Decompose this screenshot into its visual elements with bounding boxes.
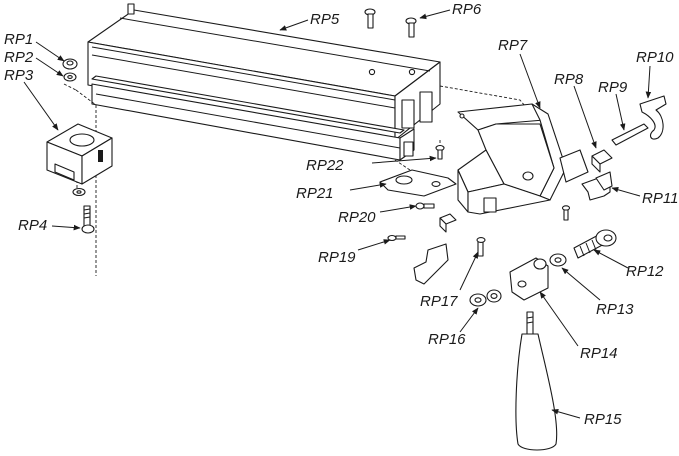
- label-rp1: RP1: [4, 31, 33, 48]
- label-rp8: RP8: [554, 71, 584, 88]
- rp10-clip: [639, 95, 667, 140]
- fence-rail: [87, 3, 441, 161]
- rp8-pad: [591, 149, 613, 173]
- label-rp22: RP22: [306, 157, 344, 174]
- label-rp9: RP9: [598, 79, 628, 96]
- rp4-bolt: [72, 187, 95, 234]
- small-screw: [561, 205, 571, 221]
- label-rp13: RP13: [596, 301, 634, 318]
- label-rp11: RP11: [642, 190, 678, 207]
- label-rp7: RP7: [498, 37, 528, 54]
- rp14-cam: [509, 257, 549, 301]
- rp2-washer: [63, 72, 77, 82]
- rp13-washer: [549, 253, 567, 267]
- label-rp17: RP17: [420, 293, 458, 310]
- label-rp15: RP15: [584, 411, 622, 428]
- rp9-pin: [611, 123, 649, 146]
- rp12-bolt: [573, 229, 617, 259]
- rp22-screw: [435, 144, 445, 160]
- rp15-handle: [515, 311, 558, 451]
- rp11-bracket: [581, 171, 613, 201]
- label-rp2: RP2: [4, 49, 34, 66]
- rp3-clamp-block: [46, 123, 113, 185]
- label-rp5: RP5: [310, 11, 340, 28]
- rp20-screw: [415, 202, 435, 210]
- rp7-fence-head: [457, 103, 589, 215]
- part-labels: RP1 RP2 RP3 RP4 RP5 RP6 RP7 RP8 RP9 RP10…: [4, 1, 678, 428]
- label-rp21: RP21: [296, 185, 334, 202]
- label-rp4: RP4: [18, 217, 47, 234]
- label-rp6: RP6: [452, 1, 482, 18]
- rp6-screws: [364, 8, 417, 38]
- label-rp20: RP20: [338, 209, 376, 226]
- rp19-screw: [387, 234, 406, 242]
- label-rp14: RP14: [580, 345, 618, 362]
- label-rp3: RP3: [4, 67, 34, 84]
- leader-lines: [23, 9, 652, 419]
- square-nut: [439, 213, 457, 233]
- label-rp19: RP19: [318, 249, 356, 266]
- label-rp12: RP12: [626, 263, 664, 280]
- rp16-nut: [469, 289, 502, 307]
- rp17-bracket: [413, 237, 486, 285]
- label-rp10: RP10: [636, 49, 674, 66]
- label-rp16: RP16: [428, 331, 466, 348]
- rp1-nut: [62, 58, 78, 70]
- rp21-plate: [379, 169, 457, 197]
